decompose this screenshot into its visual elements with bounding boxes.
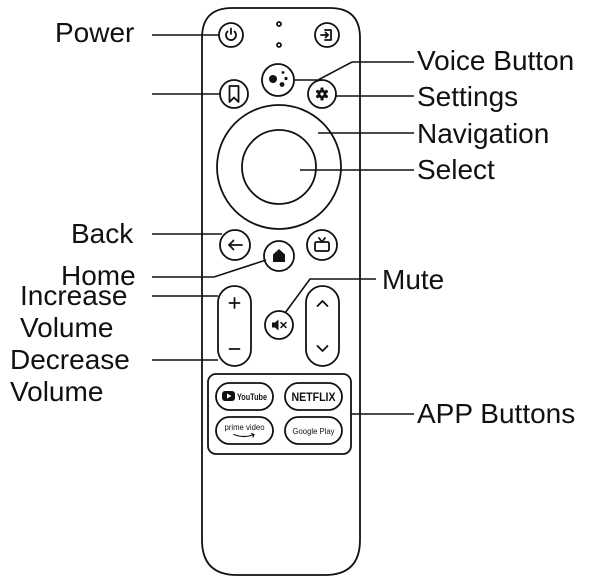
mute-label: Mute bbox=[382, 264, 444, 295]
mute-button[interactable] bbox=[264, 310, 294, 340]
input-button[interactable] bbox=[314, 22, 340, 48]
back-button[interactable] bbox=[219, 229, 251, 261]
youtube-button[interactable]: YouTube bbox=[215, 382, 274, 411]
tv-button[interactable] bbox=[306, 229, 338, 261]
google-play-button[interactable]: Google Play bbox=[284, 416, 343, 445]
navigation-label: Navigation bbox=[417, 118, 549, 149]
bookmark-button[interactable] bbox=[219, 79, 249, 109]
google-play-label: Google Play bbox=[293, 426, 336, 436]
settings-label: Settings bbox=[417, 81, 518, 112]
home-button[interactable] bbox=[263, 240, 295, 272]
chevron-down-icon bbox=[316, 345, 329, 352]
assistant-icon bbox=[269, 71, 288, 87]
prime-video-label: prime video bbox=[225, 422, 265, 432]
voice-button[interactable] bbox=[261, 63, 295, 97]
input-icon bbox=[320, 29, 332, 41]
back-arrow-icon bbox=[228, 239, 243, 251]
gear-icon bbox=[315, 87, 329, 101]
back-label: Back bbox=[71, 218, 134, 249]
voice-leader-line bbox=[294, 61, 414, 81]
select-button[interactable] bbox=[241, 129, 317, 205]
chevron-up-icon bbox=[316, 300, 329, 307]
netflix-button[interactable]: NETFLIX bbox=[284, 382, 343, 411]
power-icon bbox=[225, 27, 237, 41]
select-label: Select bbox=[417, 154, 495, 185]
plus-icon bbox=[228, 297, 241, 309]
indicator-light-bottom bbox=[276, 42, 282, 48]
mute-leader-line bbox=[284, 278, 376, 314]
settings-button[interactable] bbox=[307, 79, 337, 109]
mute-icon bbox=[272, 319, 287, 331]
bookmark-icon bbox=[228, 85, 240, 103]
power-label: Power bbox=[55, 17, 134, 48]
power-button[interactable] bbox=[218, 22, 244, 48]
prime-smile-icon bbox=[233, 433, 255, 438]
netflix-label: NETFLIX bbox=[292, 390, 336, 404]
prime-video-button[interactable]: prime video bbox=[215, 416, 274, 445]
decrease-volume-label-line1: Decrease bbox=[10, 344, 130, 375]
tv-icon bbox=[314, 237, 330, 252]
decrease-volume-label-line2: Volume bbox=[10, 376, 103, 407]
home-icon bbox=[273, 249, 285, 262]
increase-volume-label-line2: Volume bbox=[20, 312, 113, 343]
increase-volume-label-line1: Increase bbox=[20, 280, 127, 311]
voice-button-label: Voice Button bbox=[417, 45, 574, 76]
volume-rocker[interactable] bbox=[217, 285, 252, 367]
home-leader-line bbox=[152, 259, 267, 278]
indicator-light-top bbox=[276, 21, 282, 27]
app-buttons-label: APP Buttons bbox=[417, 398, 575, 429]
home-label: Home bbox=[61, 260, 136, 291]
youtube-label: YouTube bbox=[237, 392, 267, 403]
channel-rocker[interactable] bbox=[305, 285, 340, 367]
